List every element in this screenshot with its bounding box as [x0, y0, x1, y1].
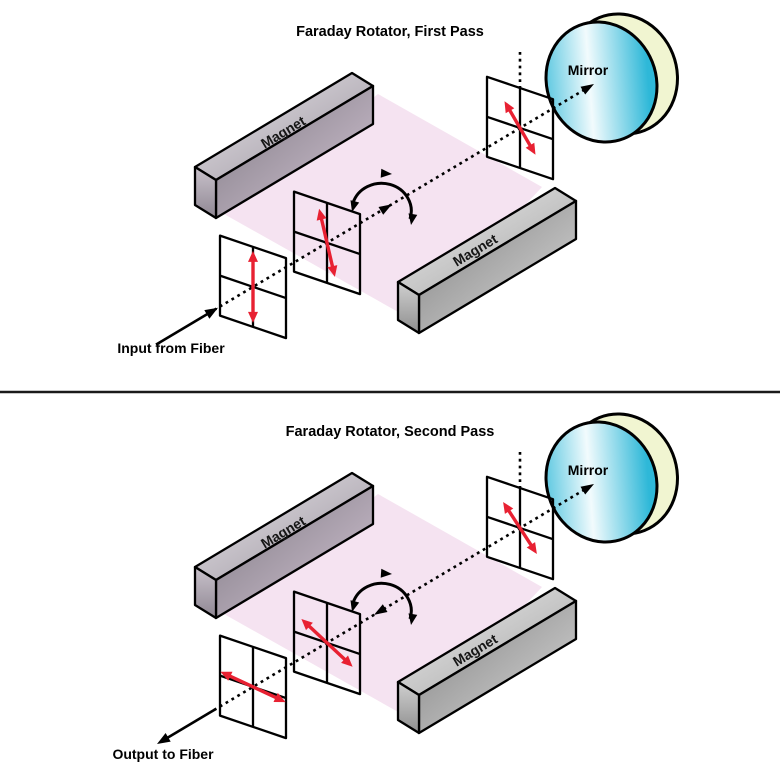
- grid-frame: [292, 190, 362, 296]
- rotation-arc: [350, 568, 418, 625]
- polarization-arrowhead: [341, 655, 353, 667]
- grid-frame: [292, 590, 362, 696]
- magnet-bar-top: [193, 471, 375, 620]
- grid-frame: [218, 234, 288, 340]
- polarization-arrow-shaft: [506, 507, 534, 549]
- polarization-arrow-mid-rotation-polarization: [316, 208, 338, 277]
- polarization-arrow-mid-rotation-polarization: [301, 619, 353, 667]
- polarization-arrow-shaft: [507, 107, 533, 149]
- rotation-arc-path: [351, 581, 413, 620]
- fiber-label: Output to Fiber: [112, 746, 214, 762]
- fiber-arrowhead: [204, 307, 218, 319]
- panel-title: Faraday Rotator, Second Pass: [286, 424, 495, 440]
- panel-second-pass: Faraday Rotator, Second PassMirrorMagnet…: [112, 412, 679, 762]
- rotation-arc-arrowhead: [380, 168, 392, 178]
- fiber-label: Input from Fiber: [117, 340, 225, 356]
- beam-arrowhead: [374, 604, 388, 615]
- rotation-arc-arrowhead: [350, 600, 360, 612]
- polarization-arrow-near-mirror-polarization: [503, 502, 537, 554]
- rotation-arc-arrowhead: [408, 613, 418, 625]
- polarization-arrow-input-polarization: [248, 250, 258, 323]
- rotation-arc: [350, 168, 418, 225]
- beam-arrowhead: [378, 204, 392, 215]
- polarization-arrow-shaft: [319, 216, 335, 270]
- fiber-arrowhead: [157, 733, 171, 744]
- polarization-arrowhead: [273, 692, 286, 703]
- rotation-arc-arrowhead: [380, 568, 392, 578]
- polarization-arrow-shaft: [306, 623, 348, 663]
- polarization-arrowhead: [525, 142, 536, 155]
- panel-title: Faraday Rotator, First Pass: [296, 24, 484, 40]
- fiber-arrow-shaft: [155, 313, 208, 346]
- magnet-end-cap: [396, 680, 421, 735]
- rotation-arc-path: [351, 181, 413, 220]
- polarization-arrowhead: [526, 542, 537, 554]
- magnet-bar-bottom: [396, 186, 578, 335]
- polarization-arrowhead: [327, 265, 338, 277]
- magnet-end-cap: [193, 165, 218, 220]
- mirror: [544, 12, 679, 144]
- magnet-bar-top: [193, 71, 375, 220]
- polarization-arrow-shaft: [226, 673, 280, 701]
- grid-frame: [218, 634, 288, 740]
- polarization-arrowhead: [301, 619, 313, 631]
- polarization-arrow-near-mirror-polarization: [504, 101, 536, 155]
- polarization-arrowhead: [316, 208, 327, 221]
- fiber-arrow-shaft: [164, 707, 217, 741]
- mirror-label: Mirror: [568, 462, 609, 478]
- mirror-face: [544, 420, 659, 544]
- rotation-arc-arrowhead: [350, 200, 360, 212]
- grid-frame: [485, 75, 555, 181]
- polarization-arrowhead: [220, 671, 233, 681]
- magnet-end-cap: [396, 280, 421, 335]
- beam-arrowhead-at-mirror: [580, 84, 594, 95]
- fiber-arrow: [155, 307, 218, 346]
- beam-arrowhead-at-mirror: [580, 484, 594, 495]
- mirror-face: [544, 20, 659, 144]
- panel-first-pass: Faraday Rotator, First PassMirrorMagnetM…: [117, 12, 679, 356]
- polarization-arrowhead: [504, 101, 515, 114]
- fiber-arrow: [157, 707, 217, 744]
- grid-frame: [485, 475, 555, 581]
- polarization-arrowhead: [248, 250, 258, 262]
- mirror: [544, 412, 679, 544]
- polarization-arrowhead: [248, 311, 258, 323]
- rotation-arc-arrowhead: [408, 213, 418, 225]
- magnet-end-cap: [193, 565, 218, 620]
- polarization-arrowhead: [503, 502, 514, 514]
- magnet-bar-bottom: [396, 586, 578, 735]
- mirror-label: Mirror: [568, 62, 609, 78]
- polarization-arrow-output-polarization: [220, 671, 286, 703]
